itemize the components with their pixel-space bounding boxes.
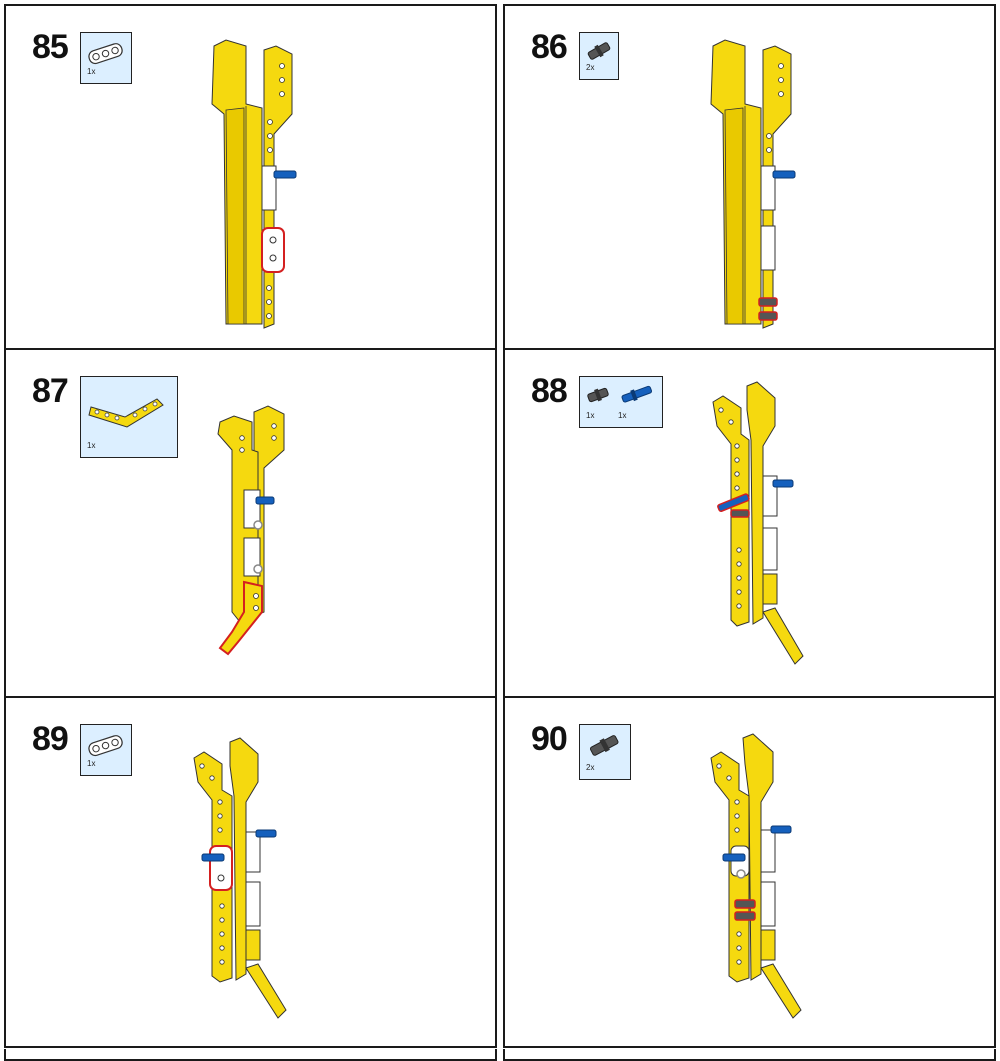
part-quantity: 1x — [618, 411, 627, 420]
white-beam-3-icon — [88, 43, 123, 65]
parts-callout: 1x — [80, 376, 178, 458]
assembly-model — [710, 733, 802, 1019]
next-page-strip-right — [503, 1049, 996, 1061]
step-number: 89 — [32, 720, 69, 758]
yellow-bent-beam-icon — [88, 398, 164, 428]
step-89-panel: 89 1x — [4, 696, 497, 1048]
step-number: 86 — [531, 28, 568, 66]
assembly-model — [712, 381, 804, 665]
step-88-panel: 88 1x 1x — [503, 348, 996, 698]
part-quantity: 1x — [586, 411, 595, 420]
step-87-panel: 87 1x — [4, 348, 497, 698]
part-quantity: 1x — [87, 67, 96, 76]
part-quantity: 1x — [87, 441, 96, 450]
step-90-panel: 90 2x — [503, 696, 996, 1048]
step-number: 85 — [32, 28, 69, 66]
blue-long-pin-icon — [621, 385, 652, 403]
black-friction-pin-icon — [589, 735, 619, 756]
parts-callout: 1x — [80, 32, 132, 84]
part-quantity: 1x — [87, 759, 96, 768]
parts-callout: 2x — [579, 724, 631, 780]
parts-callout: 2x — [579, 32, 619, 80]
assembly-model — [193, 737, 287, 1019]
white-beam-3-icon — [88, 735, 123, 757]
parts-callout: 1x 1x — [579, 376, 663, 428]
step-86-panel: 86 2x — [503, 4, 996, 350]
part-quantity: 2x — [586, 763, 595, 772]
parts-callout: 1x — [80, 724, 132, 776]
black-friction-pin-icon — [587, 387, 609, 403]
step-number: 90 — [531, 720, 568, 758]
step-85-panel: 85 1x — [4, 4, 497, 350]
assembly-model — [217, 405, 285, 656]
assembly-model — [211, 39, 297, 329]
next-page-strip-left — [4, 1049, 497, 1061]
part-quantity: 2x — [586, 63, 595, 72]
step-number: 88 — [531, 372, 568, 410]
assembly-model — [710, 39, 796, 329]
step-number: 87 — [32, 372, 69, 410]
black-friction-pin-icon — [587, 42, 611, 60]
